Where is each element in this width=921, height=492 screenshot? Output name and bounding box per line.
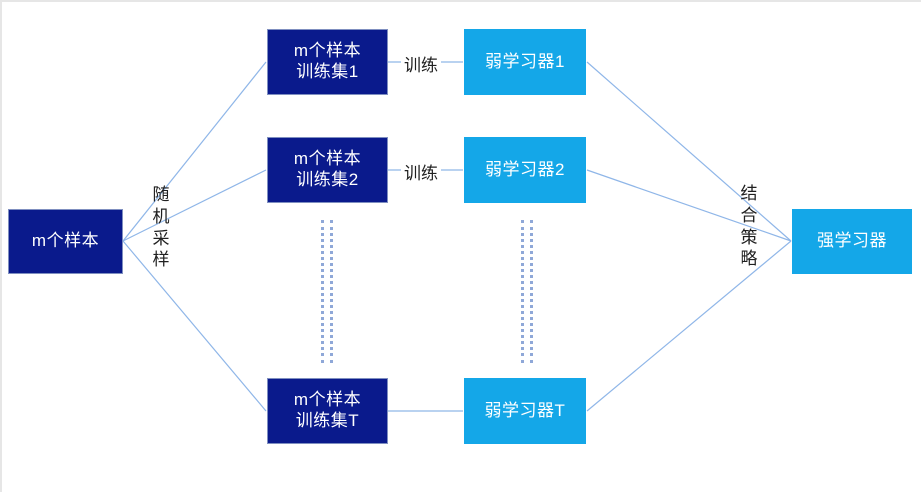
label-combination-strategy: 结合策略 xyxy=(740,184,758,269)
node-weak-learner-1[interactable]: 弱学习器1 xyxy=(464,29,586,95)
ellipsis-train-column xyxy=(321,220,333,363)
label-training-1: 训练 xyxy=(401,50,441,77)
edge-source-to-trainsetT xyxy=(122,240,267,412)
ellipsis-learner-column xyxy=(521,220,533,363)
node-weak-learner-t[interactable]: 弱学习器T xyxy=(464,378,586,444)
node-weak-learner-2[interactable]: 弱学习器2 xyxy=(464,137,586,203)
edge-source-to-trainset1 xyxy=(122,61,267,242)
node-train-set-t[interactable]: m个样本 训练集T xyxy=(267,378,388,444)
node-strong-learner[interactable]: 强学习器 xyxy=(792,209,912,274)
label-training-2: 训练 xyxy=(401,158,441,185)
label-random-sampling: 随机采样 xyxy=(152,185,170,270)
node-train-set-1[interactable]: m个样本 训练集1 xyxy=(267,29,388,95)
node-train-set-2[interactable]: m个样本 训练集2 xyxy=(267,137,388,203)
edge-source-to-trainset2 xyxy=(122,169,267,242)
node-source-sample[interactable]: m个样本 xyxy=(8,209,123,274)
